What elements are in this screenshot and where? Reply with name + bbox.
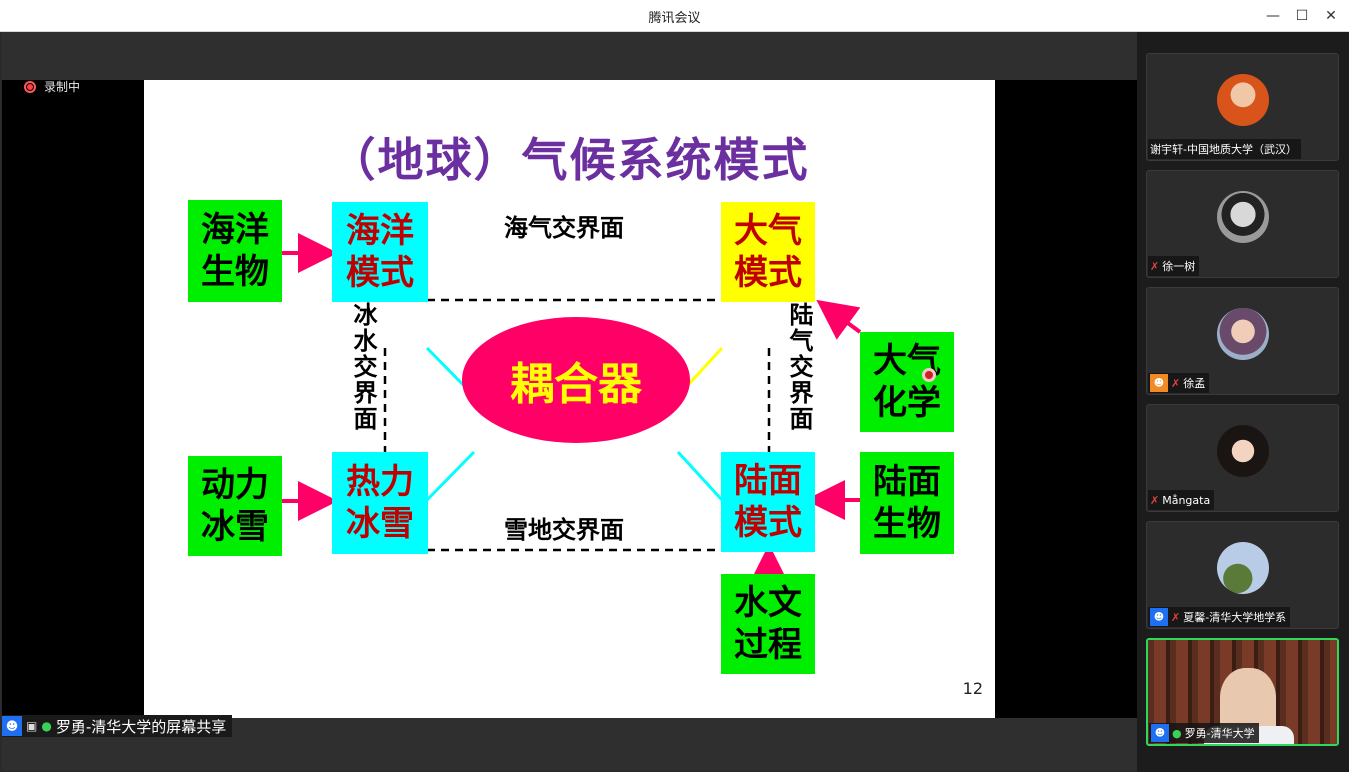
box-atmos-chem: 大气 化学 [860,332,954,432]
interface-ocean-air: 海气交界面 [504,213,624,242]
avatar [1217,542,1269,594]
participant-name: 夏馨-清华大学地学系 [1183,611,1287,624]
participant-label: ✗ 徐一树 [1148,256,1200,276]
participant-label: ✗ Mångata [1148,490,1215,510]
maximize-icon[interactable]: ☐ [1295,8,1309,24]
stage-top-band [2,32,1137,80]
mic-muted-icon: ✗ [1150,259,1160,273]
screen-share-label: ☻ ▣ ● 罗勇-清华大学的屏幕共享 [2,715,233,737]
avatar [1217,74,1269,126]
participant-name: 徐孟 [1183,377,1206,390]
mic-on-icon: ● [1172,726,1182,740]
box-thermo-ice: 热力 冰雪 [332,452,428,554]
mic-icon: ● [41,719,52,733]
participant-label: 谢宇轩-中国地质大学（武汉） [1148,139,1301,159]
ice-coupler-link [425,450,476,502]
participant-tile[interactable]: ☻ ✗ 夏馨-清华大学地学系 [1146,521,1339,629]
window-title: 腾讯会议 [648,11,701,26]
recording-indicator: 录制中 [24,78,80,95]
participant-label: ☻ ● 罗勇-清华大学 [1149,723,1259,743]
user-icon: ☻ [1150,608,1168,626]
close-icon[interactable]: ✕ [1325,8,1337,24]
participant-label: ☻ ✗ 徐孟 [1148,373,1210,393]
interface-snow-land: 雪地交界面 [504,515,624,544]
participant-name: Mångata [1162,493,1211,507]
window-titlebar: 腾讯会议 — ☐ ✕ [0,0,1349,32]
share-owner-text: 罗勇-清华大学的屏幕共享 [55,717,227,736]
box-land-model: 陆面 模式 [721,452,815,552]
land-coupler-link [676,450,724,502]
participant-tile-active-speaker[interactable]: ☻ ● 罗勇-清华大学 [1146,638,1339,746]
user-icon: ☻ [1151,724,1169,742]
interface-ice-water: 冰水交界面 [349,302,378,432]
mic-muted-icon: ✗ [1171,610,1181,624]
slide-page-number: 12 [962,679,983,698]
presentation-slide: （地球）气候系统模式 海洋 生物 海洋 模式 大气 模式 大气 化学 [144,80,995,718]
participant-tile[interactable]: ✗ Mångata [1146,404,1339,512]
box-ocean-bio: 海洋 生物 [188,200,282,302]
mic-muted-icon: ✗ [1171,376,1181,390]
record-icon [24,80,36,93]
interface-land-air: 陆气交界面 [785,302,814,432]
avatar [1217,308,1269,360]
recording-label: 录制中 [44,80,81,94]
user-icon: ☻ [1150,374,1168,392]
participant-name: 谢宇轩-中国地质大学（武汉） [1150,143,1297,156]
participant-label: ☻ ✗ 夏馨-清华大学地学系 [1148,607,1291,627]
slide-title: （地球）气候系统模式 [329,133,810,187]
minimize-icon[interactable]: — [1266,8,1280,24]
shared-screen-stage: （地球）气候系统模式 海洋 生物 海洋 模式 大气 模式 大气 化学 [2,32,1137,770]
box-atmos-model: 大气 模式 [721,202,815,302]
participant-tile[interactable]: ☻ ✗ 徐孟 [1146,287,1339,395]
coupler-ellipse: 耦合器 [462,317,690,443]
participant-tile[interactable]: ✗ 徐一树 [1146,170,1339,278]
participant-tile[interactable]: 谢宇轩-中国地质大学（武汉） [1146,53,1339,161]
box-dyn-ice: 动力 冰雪 [188,456,282,556]
box-land-bio: 陆面 生物 [860,452,954,554]
participant-name: 徐一树 [1162,260,1196,273]
mic-muted-icon: ✗ [1150,493,1160,507]
participant-sidebar: 谢宇轩-中国地质大学（武汉） ✗ 徐一树 ☻ ✗ 徐孟 ✗ Mångata ☻ … [1137,32,1349,772]
screen-icon: ▣ [26,719,38,733]
box-hydro: 水文 过程 [721,574,815,674]
avatar [1217,425,1269,477]
participant-name: 罗勇-清华大学 [1184,727,1255,740]
arrow-atmos-chem [816,299,862,340]
user-icon: ☻ [2,716,22,736]
pointer-cursor [922,368,936,382]
avatar [1217,191,1269,243]
box-ocean-model: 海洋 模式 [332,202,428,302]
